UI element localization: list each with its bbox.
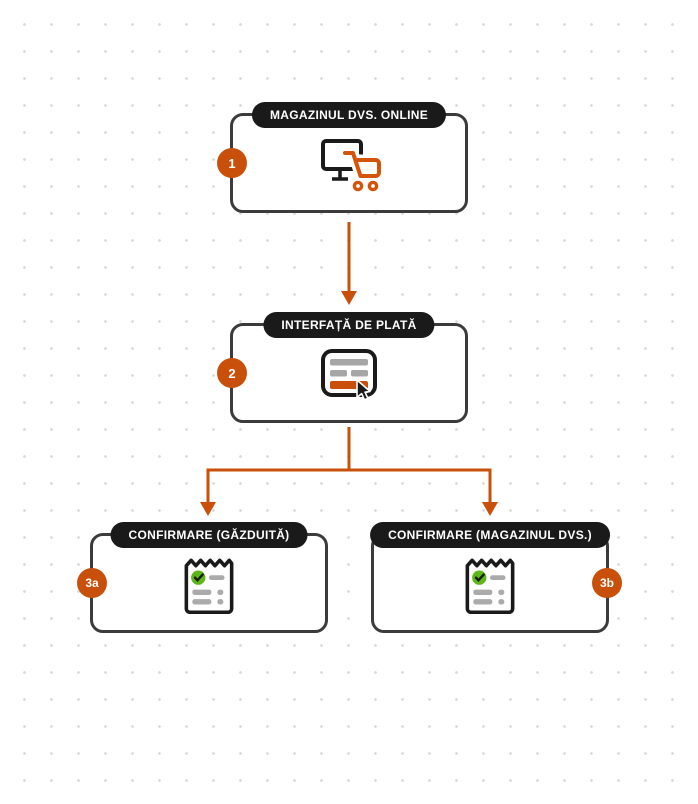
node-label-pill: CONFIRMARE (MAGAZINUL DVS.) (370, 522, 610, 548)
arrow-payment-branches (206, 427, 492, 503)
receipt-check-icon (184, 558, 234, 615)
node-confirmation-hosted: CONFIRMARE (GĂZDUITĂ) 3a (77, 522, 328, 633)
step-badge-2: 2 (217, 358, 247, 388)
node-confirmation-merchant: CONFIRMARE (MAGAZINUL DVS.) 3b (370, 522, 622, 633)
monitor-cart-icon (321, 139, 385, 192)
node-payment-interface: INTERFAȚĂ DE PLATĂ 2 (217, 312, 468, 423)
arrowhead-down-icon (200, 502, 216, 516)
step-badge-1: 1 (217, 148, 247, 178)
cursor-icon (356, 379, 371, 401)
node-online-store: MAGAZINUL DVS. ONLINE 1 (217, 102, 468, 213)
receipt-check-icon (465, 558, 515, 615)
node-label-pill: MAGAZINUL DVS. ONLINE (251, 102, 447, 128)
arrowhead-down-icon (341, 291, 357, 305)
step-badge-3a: 3a (77, 568, 107, 598)
arrowhead-down-icon (482, 502, 498, 516)
node-label-pill: CONFIRMARE (GĂZDUITĂ) (110, 522, 308, 548)
step-badge-3b: 3b (592, 568, 622, 598)
payment-form-cursor-icon (321, 349, 377, 401)
node-label-pill: INTERFAȚĂ DE PLATĂ (263, 312, 435, 338)
